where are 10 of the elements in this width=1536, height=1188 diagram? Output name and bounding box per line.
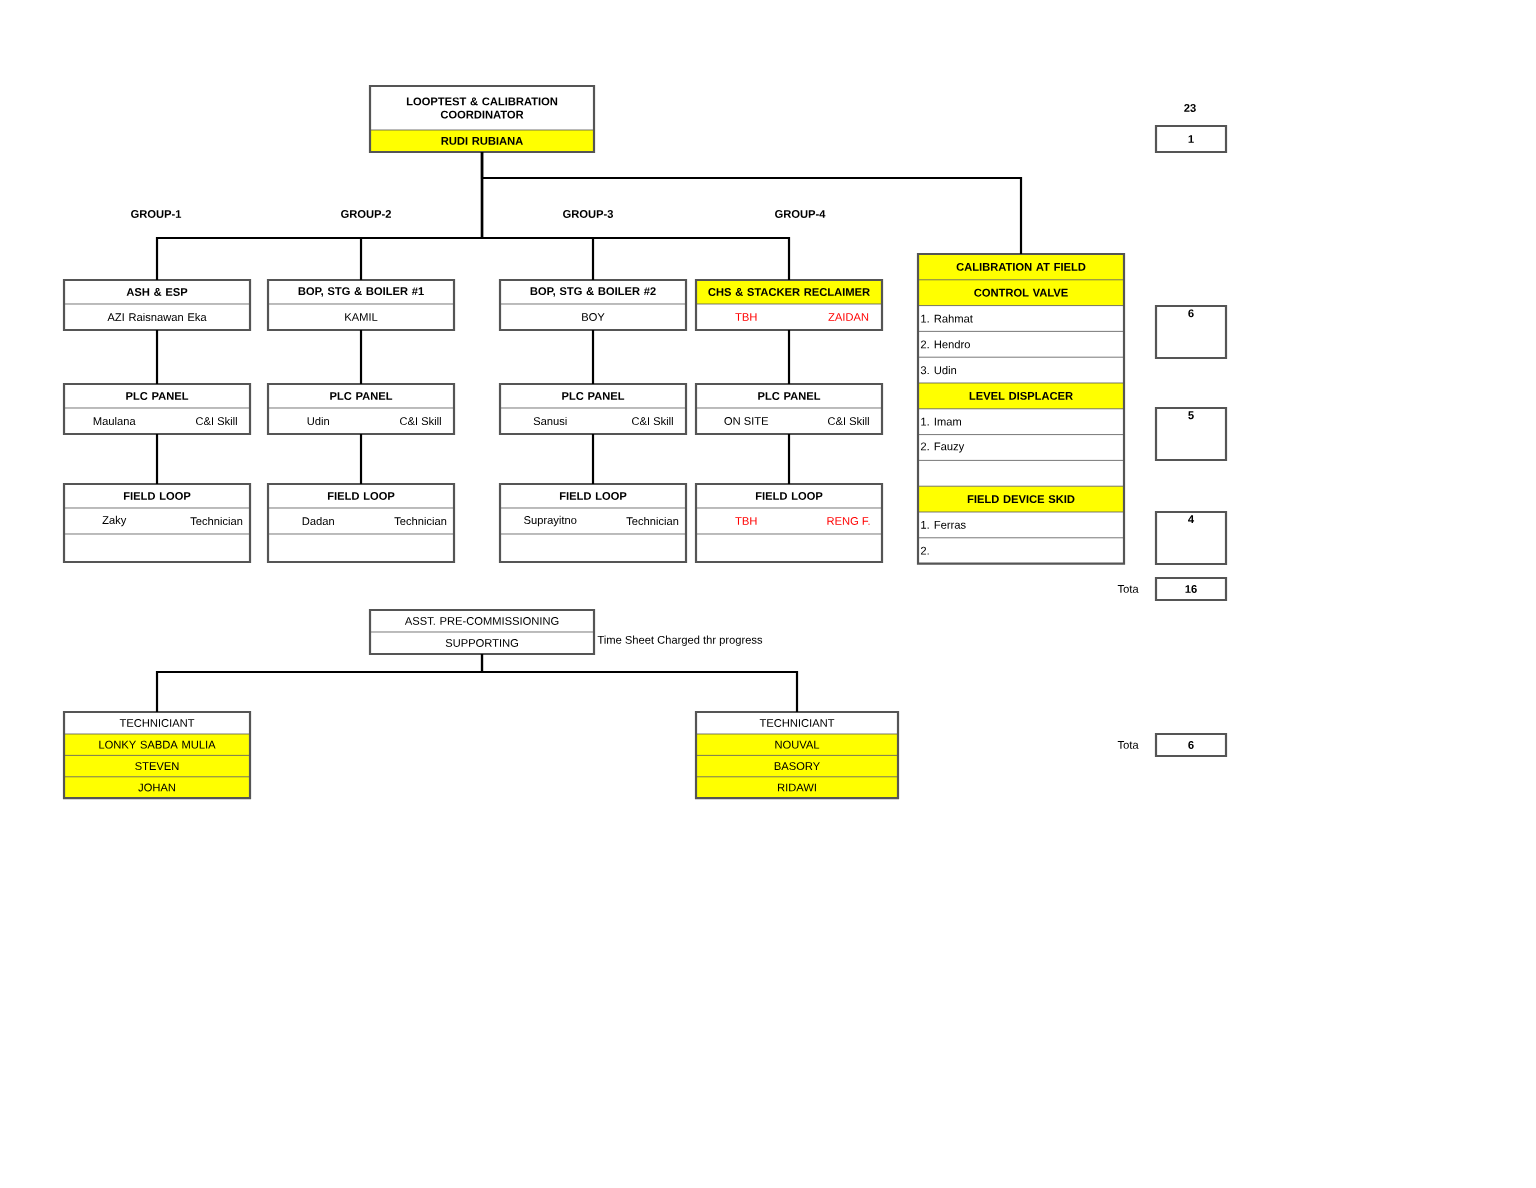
connector-line [480, 654, 799, 712]
connector-line [591, 330, 595, 384]
connector-line [480, 152, 1023, 254]
connector-line [359, 330, 363, 384]
connector-line [155, 434, 159, 484]
connector-line [787, 434, 791, 484]
connector-line [155, 330, 159, 384]
connector-line [591, 434, 595, 484]
connector-line [359, 434, 363, 484]
connector-line [787, 330, 791, 384]
